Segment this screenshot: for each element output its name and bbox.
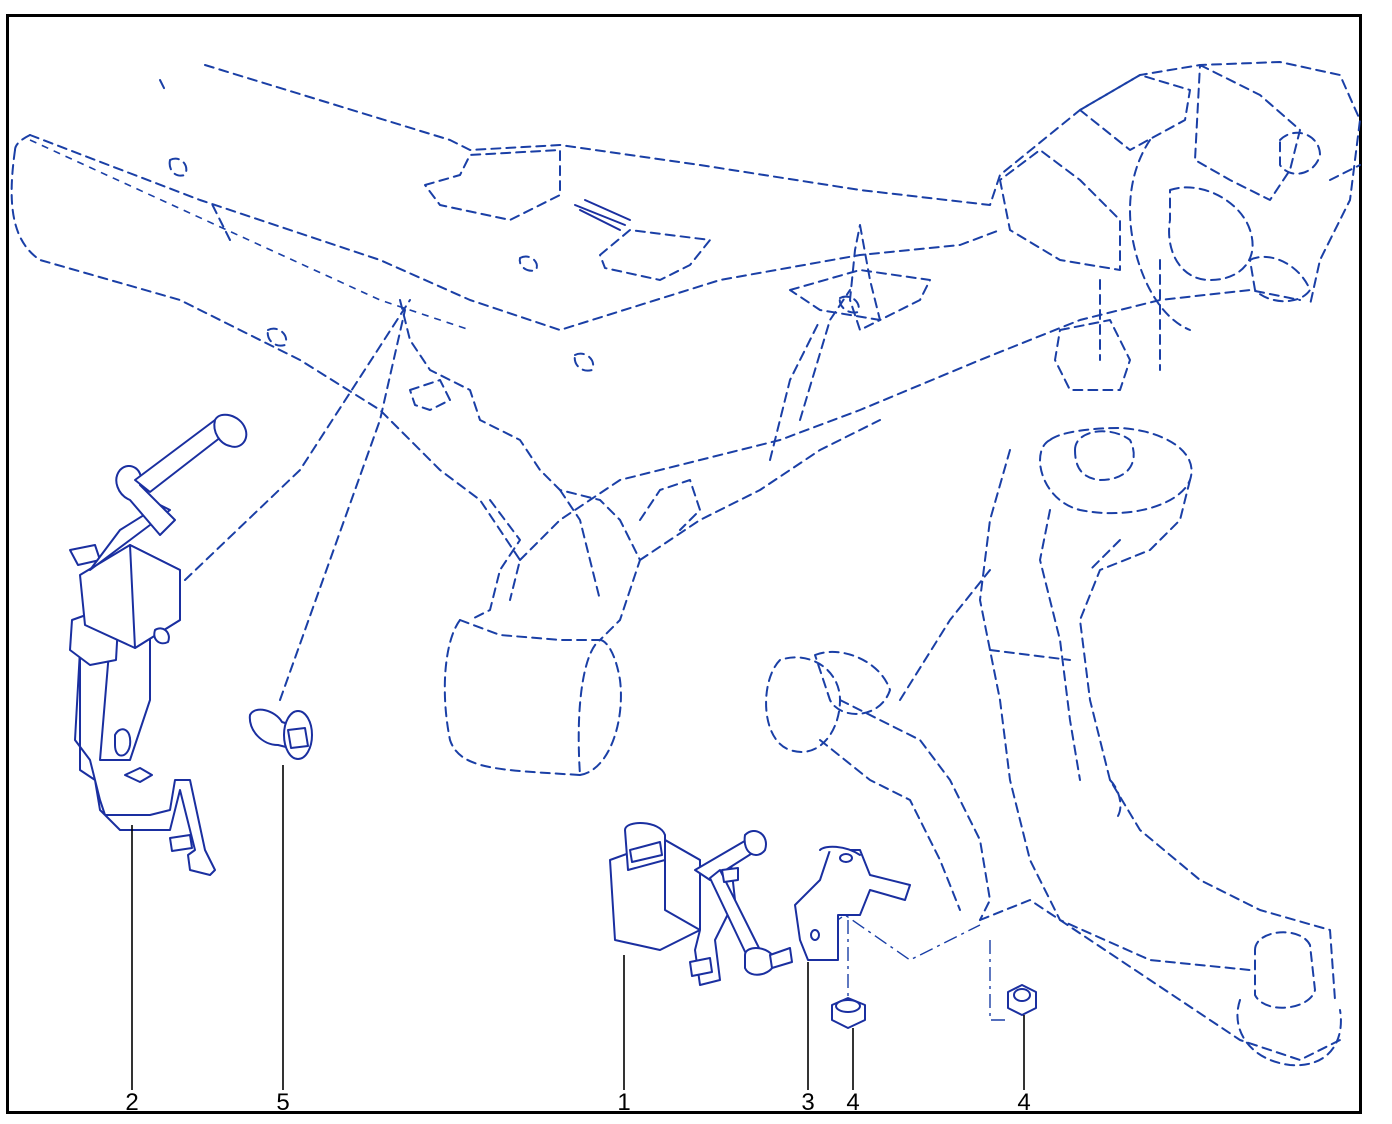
center-hatch-mark xyxy=(574,199,631,231)
part-1-height-sensor xyxy=(609,822,793,986)
callout-2: 2 xyxy=(125,1089,139,1116)
subframe-outline xyxy=(10,61,1361,776)
lower-control-arm-outline xyxy=(765,427,1342,1067)
callout-1: 1 xyxy=(617,1089,631,1116)
callout-4-right: 4 xyxy=(1017,1089,1031,1116)
callout-5: 5 xyxy=(276,1089,290,1116)
part-4-nut-a xyxy=(831,997,866,1029)
part-3-bracket xyxy=(794,845,911,961)
callout-4-left: 4 xyxy=(846,1089,860,1116)
part-5-bolt xyxy=(248,708,313,760)
part-4-nut-b xyxy=(1007,984,1037,1016)
leader-lines xyxy=(131,765,1025,1090)
callout-3: 3 xyxy=(801,1089,815,1116)
part-2-height-sensor-assembly xyxy=(69,413,248,876)
assembly-lines xyxy=(184,299,1005,1021)
